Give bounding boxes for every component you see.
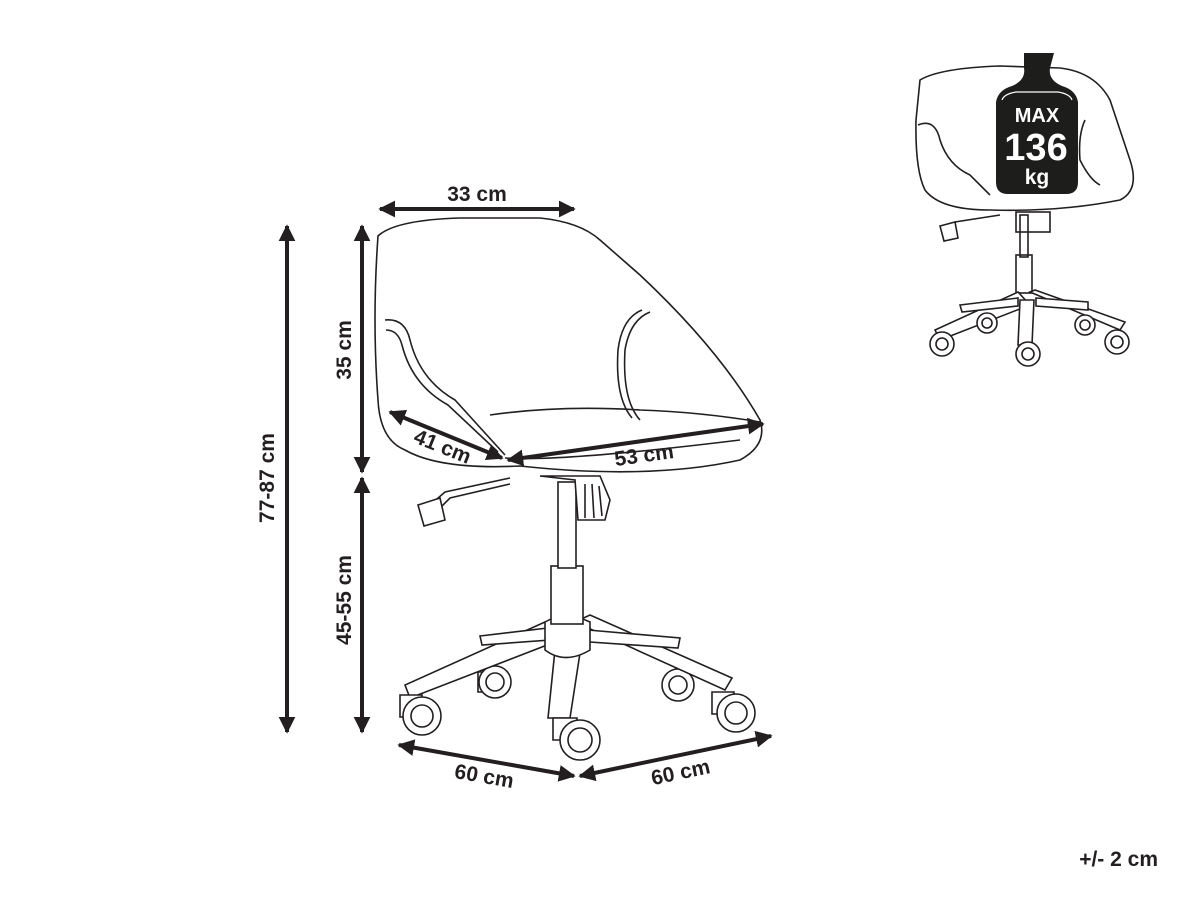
label-33cm: 33 cm [447,183,507,206]
arrow-41cm [388,409,504,461]
gas-lift-cylinder [550,481,584,625]
caster-wheel [1015,341,1041,367]
height-adjust-lever [417,475,611,527]
dimension-arrows [278,200,773,782]
caster-wheel [552,717,601,761]
arrow-60cm-left [397,739,576,782]
caster-wheel [1074,314,1096,336]
chair-base [403,614,734,719]
caster-wheel [711,691,756,733]
arrow-53cm [506,417,765,467]
weight-icon [996,53,1078,194]
label-77-87cm: 77-87 cm [256,433,279,523]
main-chair-drawing [374,217,763,761]
badge-max: MAX [1015,105,1060,127]
badge-value: 136 [1004,127,1067,169]
caster-wheel [399,694,442,736]
caster-wheel [976,312,998,334]
tolerance-note: +/- 2 cm [1079,848,1158,871]
badge-unit: kg [1025,166,1050,189]
arrow-60cm-right [578,730,773,782]
label-35cm: 35 cm [333,320,356,380]
caster-wheel [661,668,695,702]
weight-capacity-badge: MAX 136 kg [996,53,1078,194]
caster-wheel [477,665,512,699]
caster-wheel [929,331,955,357]
label-45-55cm: 45-55 cm [333,555,356,645]
caster-wheel [1104,329,1130,355]
